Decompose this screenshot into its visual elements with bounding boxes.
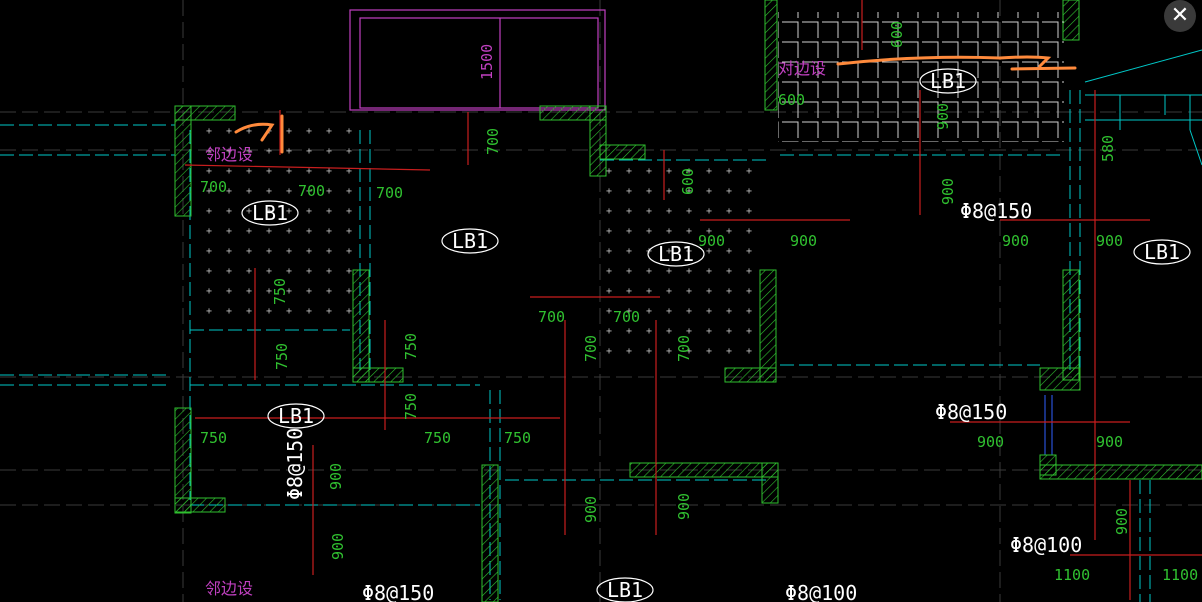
dimension: 600 xyxy=(778,91,805,109)
panel-label: LB1 xyxy=(930,69,966,93)
dimension: 600 xyxy=(679,168,697,195)
dimension: 900 xyxy=(327,463,345,490)
dimension: 900 xyxy=(934,103,952,130)
edge-note: 邻边设 xyxy=(205,145,253,164)
dimension: 900 xyxy=(1113,508,1131,535)
dimension: 900 xyxy=(698,232,725,250)
edge-note: 邻边设 xyxy=(205,579,253,598)
dimension: 900 xyxy=(1096,232,1123,250)
dimension: 750 xyxy=(424,429,451,447)
slab-panel-dotted-1 xyxy=(192,120,352,320)
dimension: 700 xyxy=(613,308,640,326)
edge-note: 对边设 xyxy=(778,59,826,78)
dimension: 750 xyxy=(402,393,420,420)
dimension: 900 xyxy=(329,533,347,560)
dimension: 750 xyxy=(504,429,531,447)
panel-label: LB1 xyxy=(278,404,314,428)
rebar-note: Φ8@150 xyxy=(935,400,1007,424)
dimension: 900 xyxy=(582,496,600,523)
dimension: 700 xyxy=(675,335,693,362)
dimension: 900 xyxy=(977,433,1004,451)
dimension: 900 xyxy=(790,232,817,250)
rebar-note: Φ8@150 xyxy=(283,428,307,500)
dimension: 700 xyxy=(484,128,502,155)
dimension: 750 xyxy=(273,343,291,370)
dimension: 600 xyxy=(888,21,906,48)
balcony-outline xyxy=(349,9,606,111)
beam-lines xyxy=(0,49,1202,602)
slab-panel-dotted-2 xyxy=(606,158,760,366)
dimension: 900 xyxy=(1096,433,1123,451)
panel-label: LB1 xyxy=(607,578,643,602)
rebar-note: Φ8@150 xyxy=(960,199,1032,223)
dimension: 900 xyxy=(675,493,693,520)
dimension: 1500 xyxy=(478,44,496,80)
panel-label-ellipses xyxy=(241,68,1191,602)
rebar-note: Φ8@100 xyxy=(785,581,857,602)
panel-label: LB1 xyxy=(1144,240,1180,264)
dimension: 700 xyxy=(376,184,403,202)
close-button[interactable]: ✕ xyxy=(1164,0,1196,32)
panel-label: LB1 xyxy=(252,201,288,225)
dimension: 750 xyxy=(271,278,289,305)
dimension: 1100 xyxy=(1054,566,1090,584)
dimension: 580 xyxy=(1099,135,1117,162)
dimension: 700 xyxy=(200,178,227,196)
dimension: 900 xyxy=(1002,232,1029,250)
dimension: 750 xyxy=(402,333,420,360)
dimension: 900 xyxy=(939,178,957,205)
dimension: 750 xyxy=(200,429,227,447)
dimension: 700 xyxy=(298,182,325,200)
dimension: 1100 xyxy=(1162,566,1198,584)
dimension: 700 xyxy=(582,335,600,362)
dimension: 700 xyxy=(538,308,565,326)
panel-label: LB1 xyxy=(452,229,488,253)
panel-label: LB1 xyxy=(658,242,694,266)
rebar-lines xyxy=(184,0,1202,600)
walls xyxy=(174,0,1202,602)
annotation-marks xyxy=(234,55,1077,154)
rebar-note: Φ8@150 xyxy=(362,581,434,602)
rebar-note: Φ8@100 xyxy=(1010,533,1082,557)
